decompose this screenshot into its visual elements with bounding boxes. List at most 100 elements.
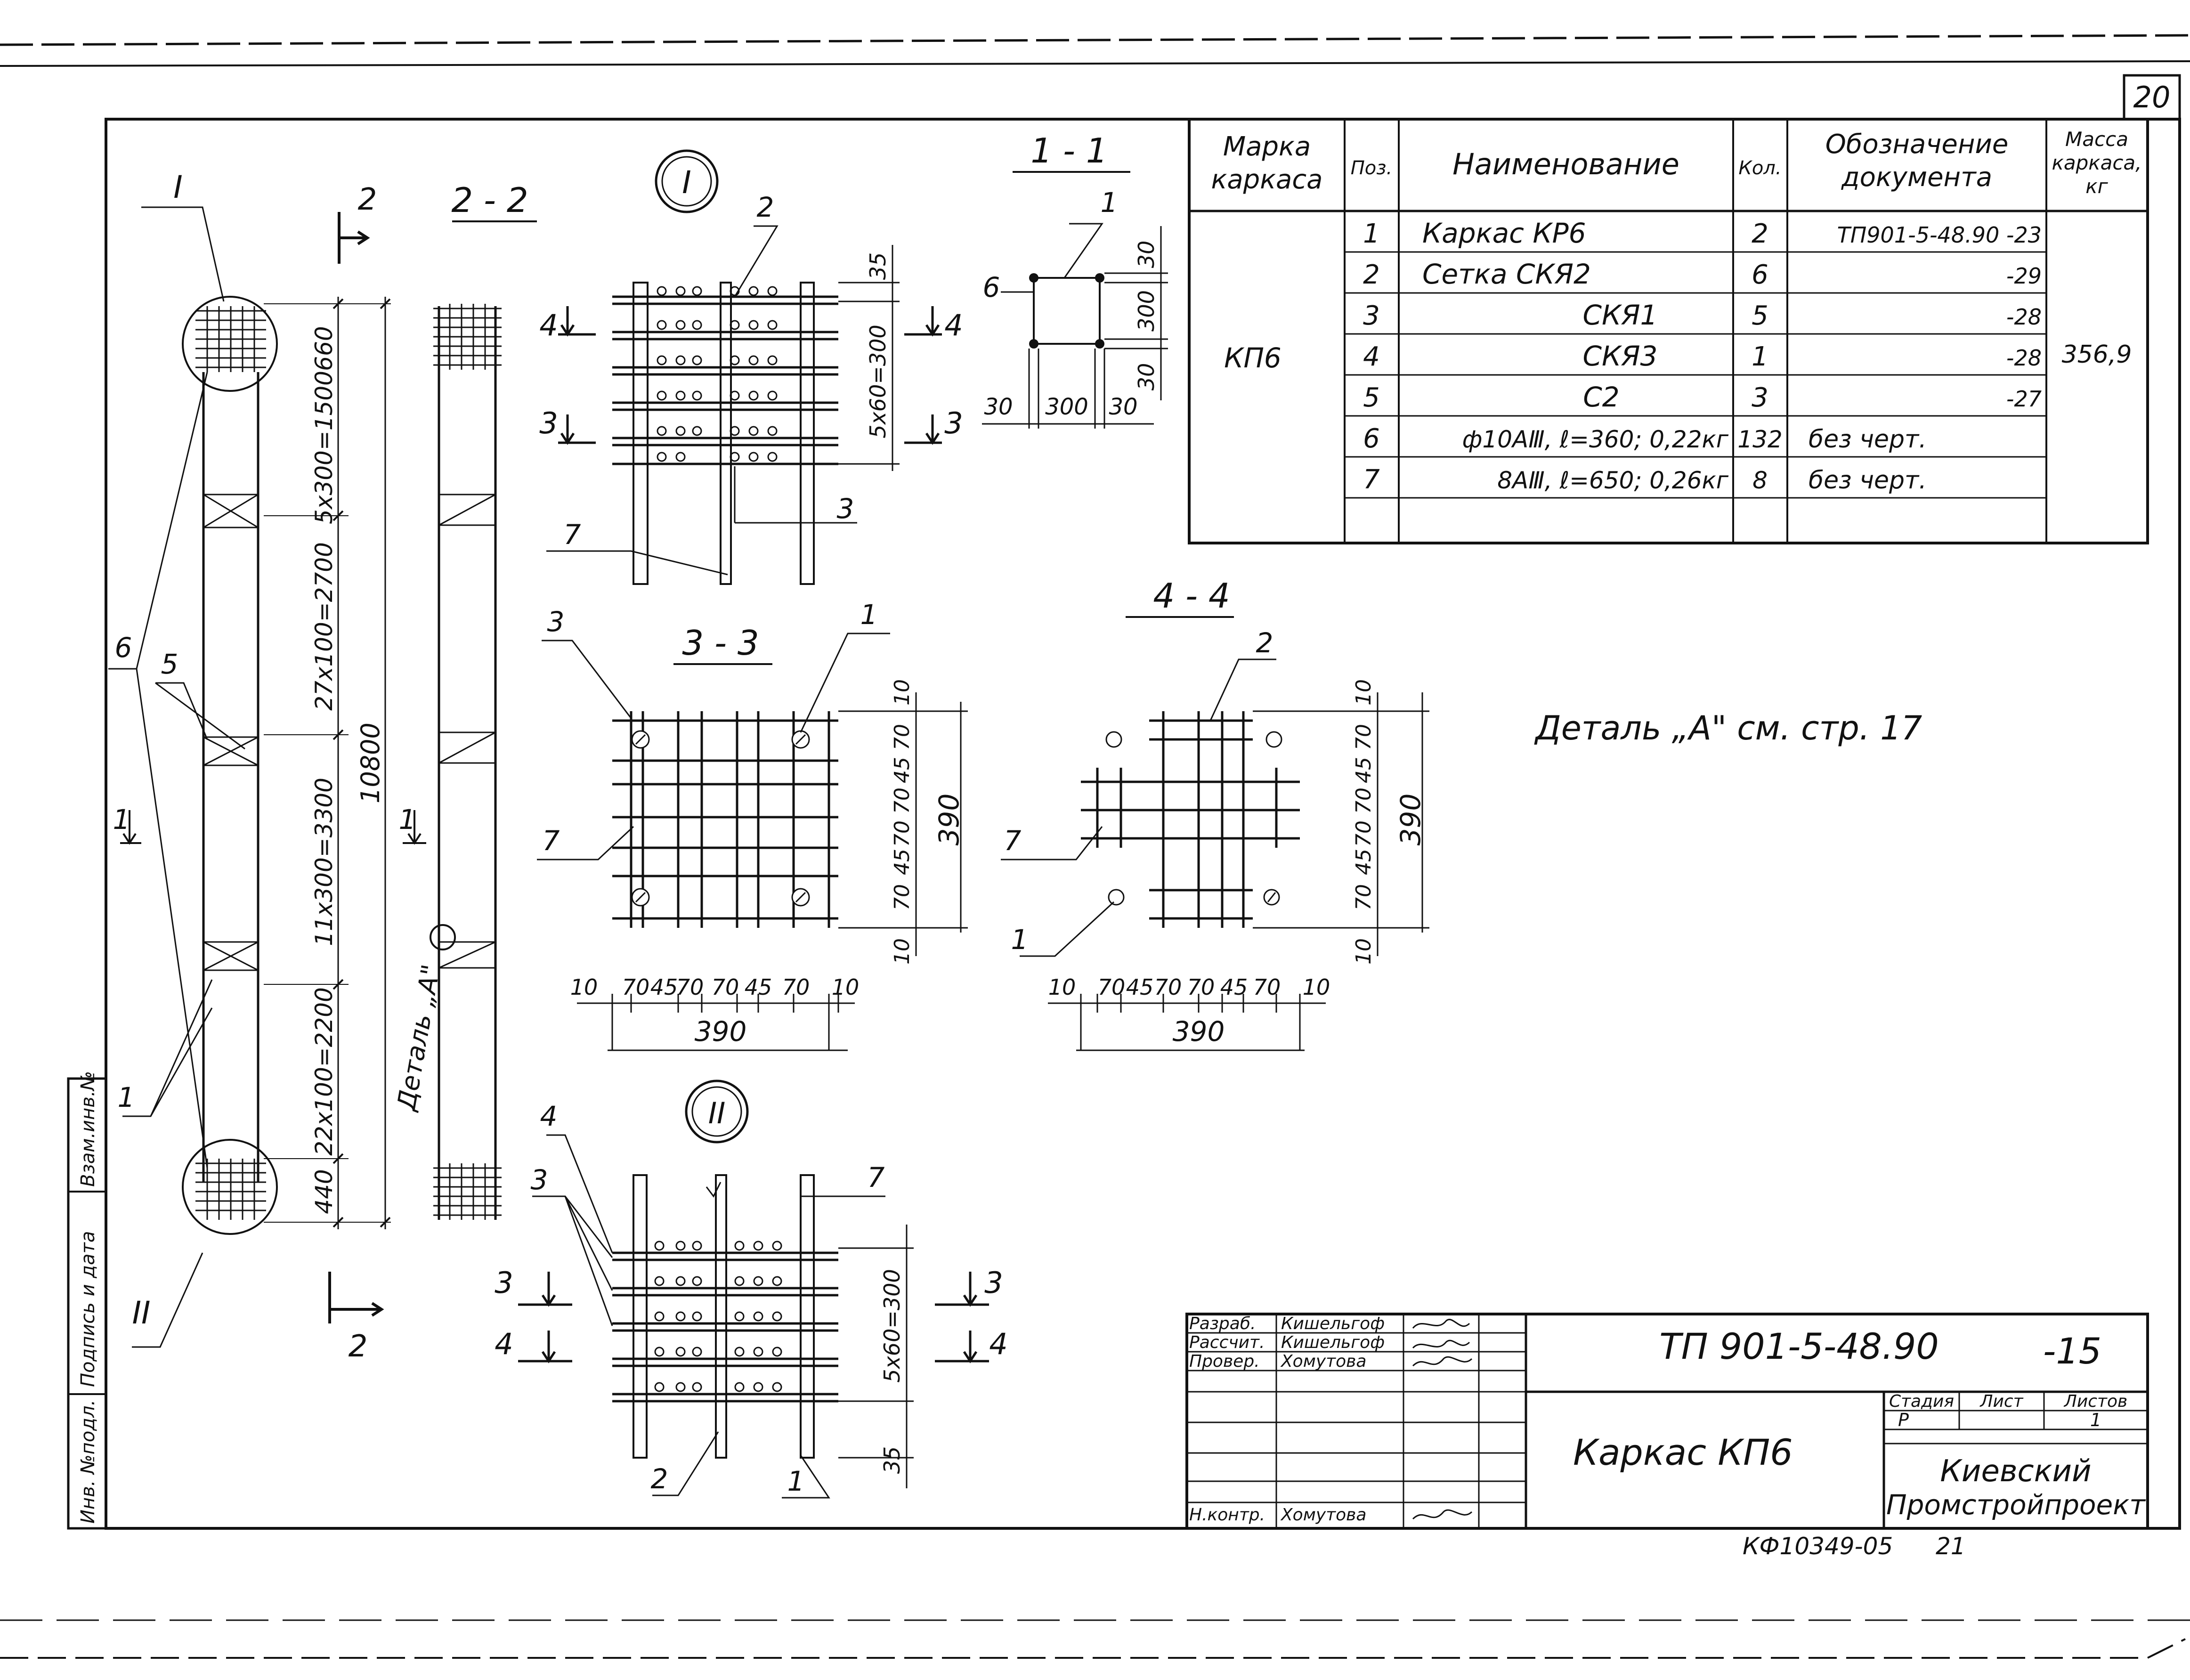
spec-header-doc-line2: документа bbox=[1841, 162, 1992, 193]
crossed-mesh-marks bbox=[203, 494, 259, 971]
dim-5x300: 5x300=1500 bbox=[310, 371, 338, 524]
section-4-4-leader-2: 2 bbox=[1256, 627, 1273, 659]
section-4-4-dim-r-6: 70 bbox=[1352, 884, 1376, 910]
section-4-4-overall-390: 390 bbox=[1173, 1015, 1225, 1047]
spec-row-7-doc: без черт. bbox=[1809, 466, 1927, 495]
node-II-view: II 4 3 7 2 1 3 4 bbox=[495, 1079, 1008, 1499]
dim-440: 440 bbox=[310, 1169, 338, 1214]
spec-row-3-qty: 5 bbox=[1752, 300, 1768, 331]
scan-edge-lines bbox=[0, 34, 2190, 1659]
section-3-3-dim-r-4: 70 bbox=[890, 820, 914, 847]
section-4-4-dim-b-6: 70 bbox=[1253, 974, 1281, 1000]
node-II-section-mark-4-right: 4 bbox=[989, 1327, 1007, 1361]
spec-row-2-doc: -29 bbox=[2006, 263, 2042, 289]
side-stamp-signature-date: Подпись и дата bbox=[77, 1231, 99, 1387]
leader-label-1: 1 bbox=[118, 1081, 135, 1113]
elevation-callout-bottom: II bbox=[132, 1295, 151, 1331]
section-3-3-dim-r-0: 10 bbox=[890, 679, 914, 706]
spec-header-qty: Кол. bbox=[1738, 157, 1781, 179]
spec-header-mass-line2: каркаса, bbox=[2052, 151, 2141, 174]
spec-table: Марка каркаса Поз. Наименование Кол. Обо… bbox=[1188, 118, 2149, 544]
node-I-view: I 2 3 7 4 3 4 3 bbox=[539, 149, 963, 585]
spec-row-4-pos: 4 bbox=[1363, 341, 1380, 372]
node-I-leader-3: 3 bbox=[837, 493, 854, 525]
node-I-leader-7: 7 bbox=[564, 519, 581, 551]
side-stamp-replace-inv: Взам.инв.№ bbox=[77, 1071, 99, 1187]
spec-row-3-pos: 3 bbox=[1363, 300, 1380, 331]
section-3-3-dim-r-7: 10 bbox=[890, 938, 914, 965]
elevation-section-mark-bottom: 2 bbox=[349, 1329, 368, 1364]
section-4-4-dim-b-1: 70 bbox=[1098, 974, 1126, 1000]
section-1-1-leader-6: 6 bbox=[983, 271, 1000, 303]
section-1-1-title: 1 - 1 bbox=[1030, 131, 1107, 170]
leader-label-5: 5 bbox=[161, 648, 178, 680]
spec-row-6-name: ф10АⅢ, ℓ=360; 0,22кг bbox=[1462, 426, 1729, 453]
elevation-dimension-chain: 660 5x300=1500 27x100=2700 11x300=3300 2… bbox=[264, 297, 391, 1229]
callout-circle-bottom bbox=[182, 1139, 278, 1235]
section-1-1-dim-v-30-top: 30 bbox=[1134, 241, 1159, 268]
node-II-leader-3: 3 bbox=[531, 1164, 548, 1196]
page-number: 20 bbox=[2133, 80, 2171, 114]
node-II-leader-1: 1 bbox=[787, 1465, 805, 1497]
role-calculated: Рассчит. bbox=[1189, 1333, 1265, 1352]
section-2-2-arrow-mark: 1 bbox=[399, 803, 416, 836]
dim-660: 660 bbox=[310, 326, 338, 371]
name-norm-control: Хомутова bbox=[1280, 1505, 1366, 1525]
spec-row-1-doc: ТП901-5-48.90 -23 bbox=[1837, 222, 2042, 248]
section-4-4-dim-b-2: 45 bbox=[1126, 974, 1154, 1000]
section-1-1-dim-v-300: 300 bbox=[1134, 290, 1159, 332]
name-checked: Хомутова bbox=[1280, 1352, 1366, 1371]
sheets-label: Листов bbox=[2063, 1392, 2127, 1411]
node-I-bar-circles bbox=[657, 286, 778, 462]
section-3-3-horizontal-bars bbox=[612, 719, 838, 920]
section-4-4-dim-r-2: 45 bbox=[1352, 757, 1376, 783]
section-4-4-dim-r-1: 70 bbox=[1352, 724, 1376, 750]
side-stamp: Инв. №подл. Подпись и дата Взам.инв.№ bbox=[67, 1071, 107, 1530]
section-4-4-title: 4 - 4 bbox=[1153, 576, 1230, 616]
dim-total-10800: 10800 bbox=[356, 722, 385, 803]
node-II-dim-5x60: 5x60=300 bbox=[879, 1269, 905, 1382]
section-4-4-dim-r-5: 45 bbox=[1352, 849, 1376, 875]
signature-marks bbox=[1412, 1319, 1473, 1520]
section-1-1-dim-h-300: 300 bbox=[1045, 394, 1088, 420]
archive-code: КФ10349-05 bbox=[1743, 1533, 1893, 1560]
section-4-4-horizontal-bars bbox=[1081, 719, 1300, 920]
section-3-3-leader-3: 3 bbox=[547, 606, 565, 638]
elevation-arrow-mark: 1 bbox=[113, 803, 130, 836]
spec-row-1-name: Каркас КР6 bbox=[1422, 217, 1586, 249]
spec-row-3-name: СКЯ1 bbox=[1583, 299, 1658, 331]
section-4-4-dim-b-3: 70 bbox=[1154, 974, 1182, 1000]
section-4-4-overall-390-vertical: 390 bbox=[1395, 794, 1427, 846]
role-checked: Провер. bbox=[1189, 1352, 1260, 1371]
section-4-4-dim-b-5: 45 bbox=[1220, 974, 1248, 1000]
spec-header-mark-line2: каркаса bbox=[1211, 164, 1323, 195]
spec-row-7-pos: 7 bbox=[1363, 464, 1380, 495]
stage-value: Р bbox=[1898, 1410, 1909, 1430]
spec-row-2-pos: 2 bbox=[1363, 260, 1380, 290]
node-II-section-mark-3-left: 3 bbox=[495, 1266, 513, 1300]
side-stamp-inv-no: Инв. №подл. bbox=[77, 1400, 99, 1524]
section-4-4-leader-7: 7 bbox=[1004, 825, 1022, 857]
section-4-4-dim-b-0: 10 bbox=[1048, 974, 1076, 1000]
detail-a-circle bbox=[430, 924, 456, 950]
callout-circle-top bbox=[182, 296, 278, 392]
dim-22x100: 22x100=2200 bbox=[310, 987, 338, 1156]
dim-27x100: 27x100=2700 bbox=[310, 542, 338, 711]
elevation-callout-top: I bbox=[173, 169, 182, 205]
node-II-section-mark-4-left: 4 bbox=[495, 1327, 513, 1361]
dense-mesh-bottom bbox=[195, 1159, 266, 1220]
page-number-box bbox=[2123, 74, 2181, 121]
section-3-3-dim-r-5: 45 bbox=[890, 849, 914, 875]
node-I-section-mark-4-left: 4 bbox=[539, 308, 558, 342]
section-4-4-dim-r-4: 70 bbox=[1352, 820, 1376, 847]
spec-row-1-qty: 2 bbox=[1752, 219, 1768, 249]
section-1-1-view: 1 - 1 1 6 30 300 30 30 300 30 bbox=[982, 131, 1168, 429]
node-II-circle bbox=[685, 1079, 749, 1144]
spec-row-4-qty: 1 bbox=[1752, 341, 1768, 372]
section-4-4-dim-r-0: 10 bbox=[1352, 679, 1376, 706]
node-I-section-mark-3-left: 3 bbox=[539, 406, 558, 440]
organization-line1: Киевский bbox=[1940, 1454, 2091, 1489]
spec-row-1-pos: 1 bbox=[1363, 219, 1380, 249]
node-I-horizontal-bars bbox=[612, 295, 838, 465]
